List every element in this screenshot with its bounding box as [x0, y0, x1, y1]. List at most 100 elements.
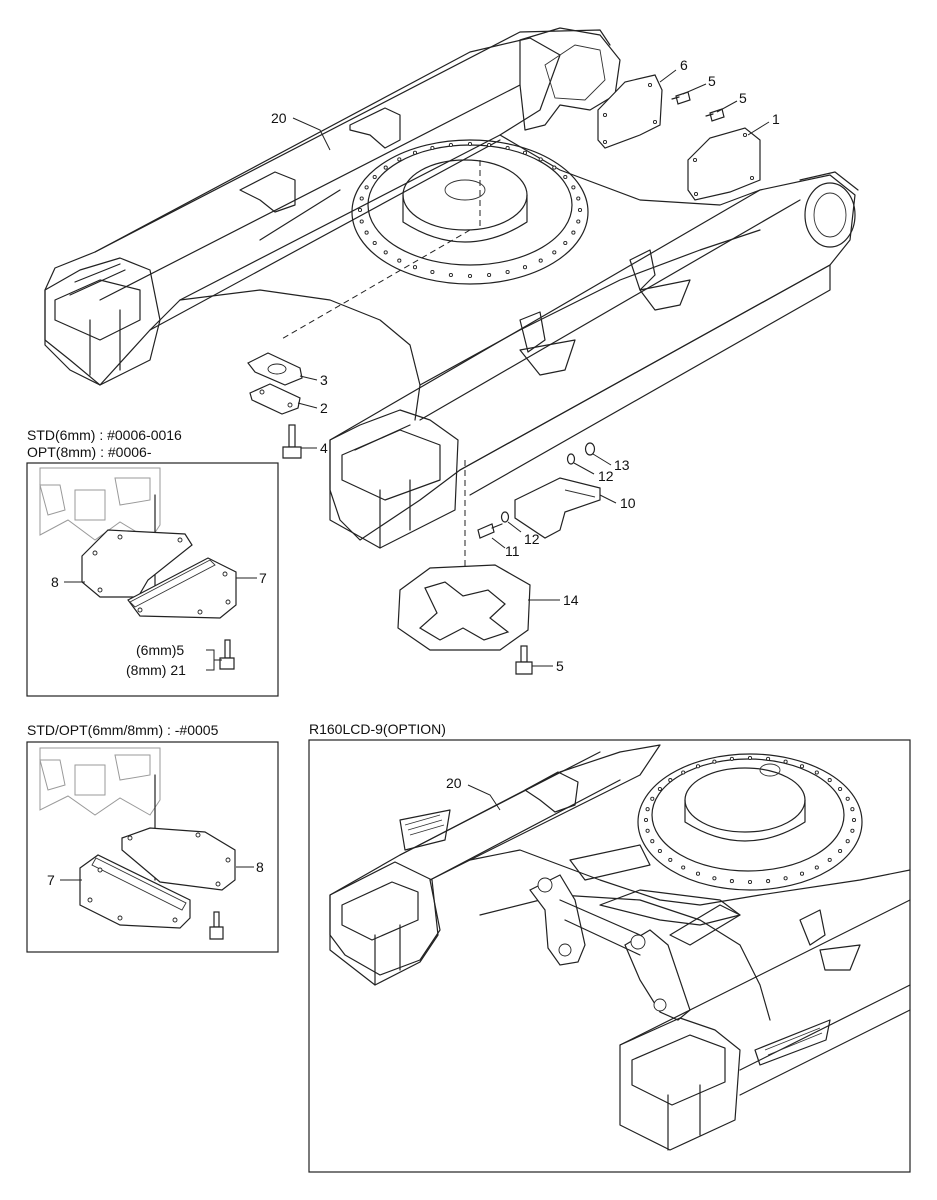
std-6mm-note: STD(6mm) : #0006-0016: [27, 427, 182, 443]
bolt-hole: [657, 848, 662, 854]
bolt-hole: [766, 879, 771, 884]
washer-part-12-upper: [566, 453, 576, 465]
bolt-hole: [357, 207, 363, 213]
nut-part-13: [584, 442, 596, 456]
bolt-hole: [448, 272, 453, 278]
bolt-hole: [799, 764, 805, 769]
plate-part-3: [247, 352, 303, 386]
bolt-hole: [467, 141, 473, 147]
bolt-hole: [552, 250, 557, 255]
bolt-hole: [838, 848, 843, 854]
bolt-hole: [712, 876, 717, 881]
callout-20: 20: [271, 110, 287, 126]
callout-12-b: 12: [524, 531, 540, 547]
inset-std-callout-7: 7: [259, 570, 267, 586]
bolt-part-4: [282, 424, 302, 459]
callout-13: 13: [614, 457, 630, 473]
bolt-hole: [657, 786, 662, 792]
bolt-hole: [712, 759, 717, 764]
bolt-hole: [650, 796, 655, 801]
bolt-hole: [766, 756, 771, 761]
washer-part-12-lower: [500, 511, 510, 523]
bolt-hole: [487, 272, 492, 278]
bolt-hole: [505, 145, 510, 151]
callout-6: 6: [680, 57, 688, 73]
bolt-hole: [505, 269, 510, 275]
bolt-hole: [576, 219, 581, 224]
bolt-hole: [552, 165, 557, 170]
option-model-note: R160LCD-9(OPTION): [309, 721, 446, 737]
cover-part-6: [597, 74, 663, 149]
bolt-hole: [681, 770, 686, 775]
bolt-hole: [645, 807, 650, 812]
callout-3: 3: [320, 372, 328, 388]
bolt-hole: [695, 764, 701, 769]
bolt-hole: [576, 196, 581, 201]
bolt-hole: [397, 258, 402, 263]
inset-early-callout-7: 7: [47, 872, 55, 888]
bolt-part-11: [477, 523, 503, 539]
bolt-hole: [538, 258, 543, 263]
bolt-hole: [397, 157, 402, 162]
cover-plate-part-14: [397, 564, 531, 651]
bolt-hole: [814, 770, 819, 775]
bolt-5-top-left: [671, 91, 691, 105]
bolt-hole: [827, 778, 832, 783]
bolt-hole: [522, 150, 528, 155]
main-lower-frame: [44, 27, 859, 590]
callout-12-a: 12: [598, 468, 614, 484]
bolt-hole: [383, 165, 388, 170]
bolt-5-top-right: [705, 108, 725, 122]
bolt-hole: [747, 755, 753, 761]
plate-part-2: [249, 383, 301, 415]
bolt-hole: [695, 871, 701, 876]
bolt-hole: [372, 174, 377, 180]
main-callout-leaders: [292, 69, 770, 667]
bolt-hole: [827, 857, 832, 862]
bolt-hole: [571, 185, 576, 190]
bolt-hole: [430, 145, 435, 151]
bolt-hole: [364, 230, 369, 235]
bolt-5-bottom: [515, 645, 533, 675]
inset-early-box: [26, 741, 279, 953]
inset-std-drawing: [39, 467, 257, 671]
inset-std-callout-6mm-5: (6mm)5: [136, 642, 184, 658]
bolt-hole: [729, 756, 734, 761]
bolt-hole: [681, 865, 686, 870]
bolt-hole: [799, 871, 805, 876]
bolt-hole: [643, 817, 649, 823]
callout-10: 10: [620, 495, 636, 511]
callout-4: 4: [320, 440, 328, 456]
bolt-hole: [577, 207, 583, 213]
bolt-hole: [729, 879, 734, 884]
callout-2: 2: [320, 400, 328, 416]
inset-early-callout-8: 8: [256, 859, 264, 875]
bolt-hole: [645, 828, 650, 833]
callout-11: 11: [505, 543, 520, 559]
bolt-hole: [650, 839, 655, 844]
option-bearing-bolt-holes: [643, 755, 857, 885]
callout-14: 14: [563, 592, 579, 608]
bolt-hole: [668, 778, 673, 783]
callout-5-a: 5: [708, 73, 716, 89]
callout-5-b: 5: [739, 90, 747, 106]
bolt-hole: [364, 185, 369, 190]
bolt-hole: [845, 796, 850, 801]
bolt-hole: [359, 219, 364, 224]
std-opt-early-note: STD/OPT(6mm/8mm) : -#0005: [27, 722, 219, 738]
bolt-hole: [563, 174, 568, 180]
bolt-hole: [845, 839, 850, 844]
bolt-hole: [571, 230, 576, 235]
bracket-part-10: [514, 477, 601, 539]
bolt-hole: [850, 828, 855, 833]
bolt-hole: [850, 807, 855, 812]
bolt-hole: [783, 876, 788, 881]
bolt-hole: [372, 240, 377, 246]
callout-5-c: 5: [556, 658, 564, 674]
bolt-hole: [522, 265, 528, 270]
bolt-hole: [487, 142, 492, 148]
cover-part-1: [687, 127, 761, 201]
bolt-hole: [430, 269, 435, 275]
bolt-hole: [668, 857, 673, 862]
